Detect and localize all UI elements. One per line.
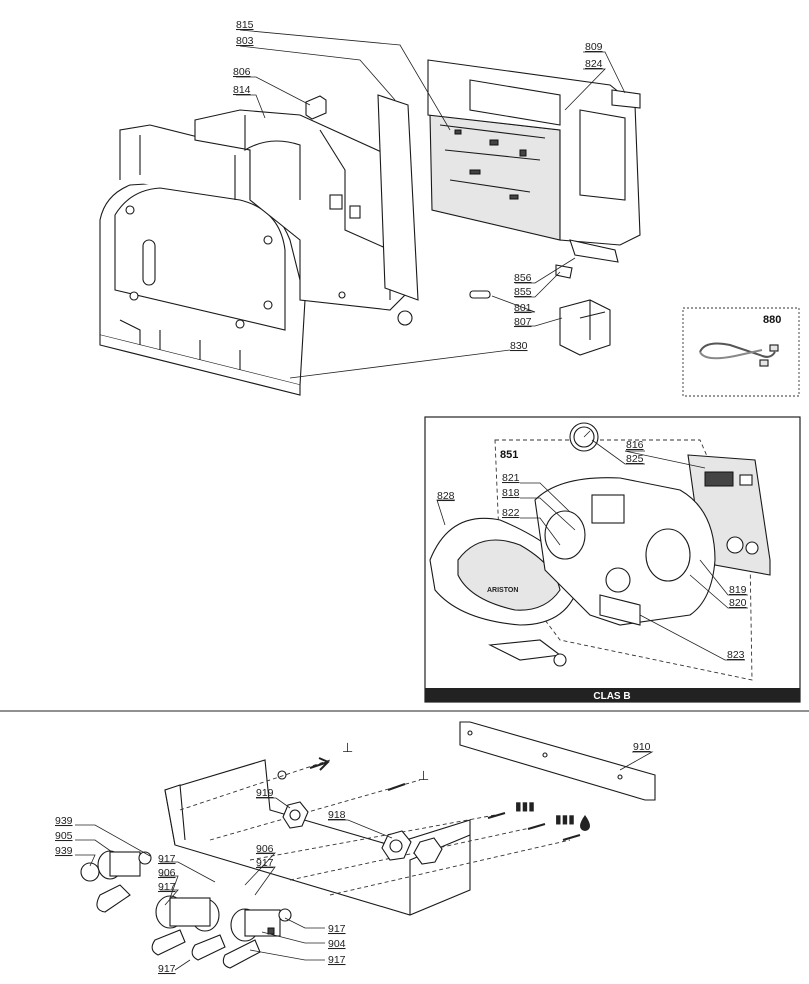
label-801: 801 [514, 302, 532, 314]
label-823: 823 [727, 649, 745, 661]
label-905: 905 [55, 830, 73, 842]
part-815-pcb [429, 114, 561, 241]
panel-footer-label: CLAS B [593, 691, 630, 702]
label-818: 818 [502, 487, 520, 499]
label-815: 815 [236, 19, 254, 31]
kit-box-880: 880 [682, 307, 800, 397]
part-807-relay [559, 299, 611, 356]
part-820-knob-right [645, 528, 691, 582]
label-828: 828 [437, 490, 455, 502]
label-814: 814 [233, 84, 251, 96]
panel-leaders [436, 439, 748, 661]
service-symbols: ⊥ ⊥ ▮▮▮ ▮▮▮ [342, 741, 590, 831]
arrow-gas [309, 757, 330, 771]
label-809: 809 [585, 41, 603, 53]
part-822-knob-left [544, 510, 586, 560]
label-822: 822 [502, 507, 520, 519]
part-knob-center [605, 567, 631, 593]
top-assembly: 815 803 806 814 809 824 856 855 801 807 … [99, 19, 800, 397]
label-917-c: 917 [256, 857, 274, 869]
label-821: 821 [502, 472, 520, 484]
label-939-top: 939 [55, 815, 73, 827]
label-917-b: 917 [158, 881, 176, 893]
part-918-nut [381, 830, 443, 865]
top-leaders [236, 29, 626, 379]
part-803-side-panel [377, 94, 419, 301]
label-917-e: 917 [158, 963, 176, 975]
part-904-valves [151, 895, 292, 969]
tap-cold-icon: ⊥ [342, 741, 353, 756]
flow-lines [179, 757, 581, 896]
label-906-a: 906 [158, 867, 176, 879]
water-drop-icon [580, 815, 590, 831]
part-814-inner-body [194, 109, 413, 326]
part-806-clip [305, 95, 327, 120]
label-855: 855 [514, 286, 532, 298]
label-880: 880 [763, 314, 781, 326]
label-910: 910 [633, 741, 651, 753]
label-851: 851 [500, 449, 518, 461]
label-825: 825 [626, 453, 644, 465]
label-819: 819 [729, 584, 747, 596]
label-904: 904 [328, 938, 346, 950]
label-918: 918 [328, 809, 346, 821]
label-803: 803 [236, 35, 254, 47]
part-control-panel-body [488, 477, 716, 667]
label-830: 830 [510, 340, 528, 352]
cable-880 [699, 342, 779, 367]
label-807: 807 [514, 316, 532, 328]
label-856: 856 [514, 272, 532, 284]
label-806: 806 [233, 66, 251, 78]
part-801-fuse [469, 290, 491, 299]
label-816: 816 [626, 439, 644, 451]
label-917-f: 917 [328, 954, 346, 966]
radiator-flow-icon: ▮▮▮ [515, 799, 535, 813]
part-905-gas-valve [80, 850, 152, 913]
label-917-d: 917 [328, 923, 346, 935]
part-825-gauge [569, 422, 599, 452]
label-919: 919 [256, 787, 274, 799]
tap-hot-icon: ⊥ [418, 769, 429, 784]
part-823-switch [599, 594, 641, 626]
part-919-nut [282, 801, 309, 829]
brand-logo-text: ARISTON [487, 587, 518, 594]
part-855-terminal [555, 264, 573, 279]
part-910-wall-bracket [459, 721, 656, 801]
control-panel-section: CLAS B 851 ARISTON [424, 416, 801, 703]
part-824-control-box [427, 59, 641, 246]
label-820: 820 [729, 597, 747, 609]
label-939-bottom: 939 [55, 845, 73, 857]
radiator-return-icon: ▮▮▮ [555, 812, 575, 826]
label-917-a: 917 [158, 853, 176, 865]
part-856-cover-strip [569, 239, 619, 263]
label-906-b: 906 [256, 843, 274, 855]
bottom-assembly: ⊥ ⊥ ▮▮▮ ▮▮▮ [55, 721, 656, 975]
bottom-leaders [75, 751, 654, 971]
label-824: 824 [585, 58, 603, 70]
